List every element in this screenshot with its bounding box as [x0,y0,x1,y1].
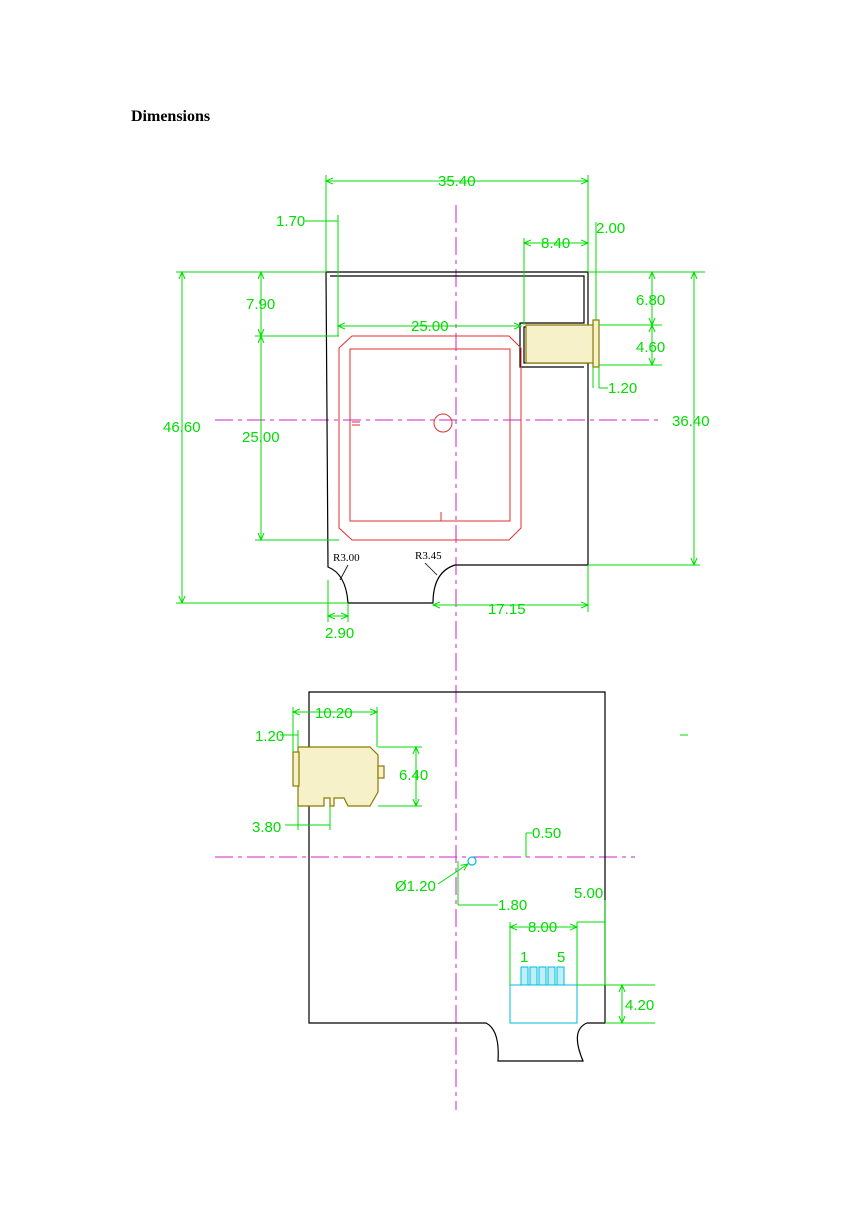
dim-hole-offset-x: 1.80 [498,897,527,914]
pad-area [509,984,578,1024]
dim-side-connector-width: 10.20 [315,705,353,722]
dim-overall-height: 46.60 [163,419,201,436]
dim-connector-lip: 1.20 [608,380,637,397]
dim-connector-width: 8.40 [541,235,570,252]
antenna-outer [338,335,522,541]
label-pin-first: 1 [520,949,528,966]
dim-body-height: 36.40 [672,413,710,430]
mounting-hole [467,856,477,866]
page-heading: Dimensions [131,108,211,125]
module-outline-bottom [308,691,606,1062]
dim-notch-to-right: 17.15 [488,601,526,618]
dim-connector-gap: 2.00 [596,220,625,237]
dim-overall-width: 35.40 [438,173,476,190]
dim-hole-diameter: Ø1.20 [395,878,436,895]
dim-connector-top: 6.80 [636,292,665,309]
module-inner-outline [330,275,585,368]
dim-pad-offset: 5.00 [574,885,603,902]
dim-connector-height: 4.60 [636,339,665,356]
dim-hole-offset-y: 0.50 [532,825,561,842]
dim-pad-height: 4.20 [625,997,654,1014]
dim-side-connector-height: 6.40 [399,767,428,784]
dim-antenna-height: 25.00 [242,429,280,446]
u-fl-connector-bottom [297,746,379,807]
feed-point [433,413,453,433]
antenna-inner [349,348,511,522]
top-view: 35.40 1.70 8.40 2.00 7.90 25.00 6.80 4.6… [163,173,710,1110]
dim-top-to-antenna: 7.90 [246,296,275,313]
label-radius-left: R3.00 [333,552,360,564]
pin-pads [520,966,565,986]
dim-offset-left: 1.70 [276,213,305,230]
label-radius-right: R3.45 [415,550,442,562]
label-pin-last: 5 [557,949,565,966]
bottom-view: 10.20 1.20 6.40 3.80 0.50 Ø1.20 1.80 [215,691,688,1062]
dim-antenna-width: 25.00 [411,318,449,335]
dim-side-connector-inset: 1.20 [255,728,284,745]
dim-side-connector-pin-offset: 3.80 [252,819,281,836]
dim-pad-width: 8.00 [528,919,557,936]
u-fl-connector-top [525,324,597,364]
dim-notch-offset: 2.90 [325,625,354,642]
module-outline [325,271,589,604]
